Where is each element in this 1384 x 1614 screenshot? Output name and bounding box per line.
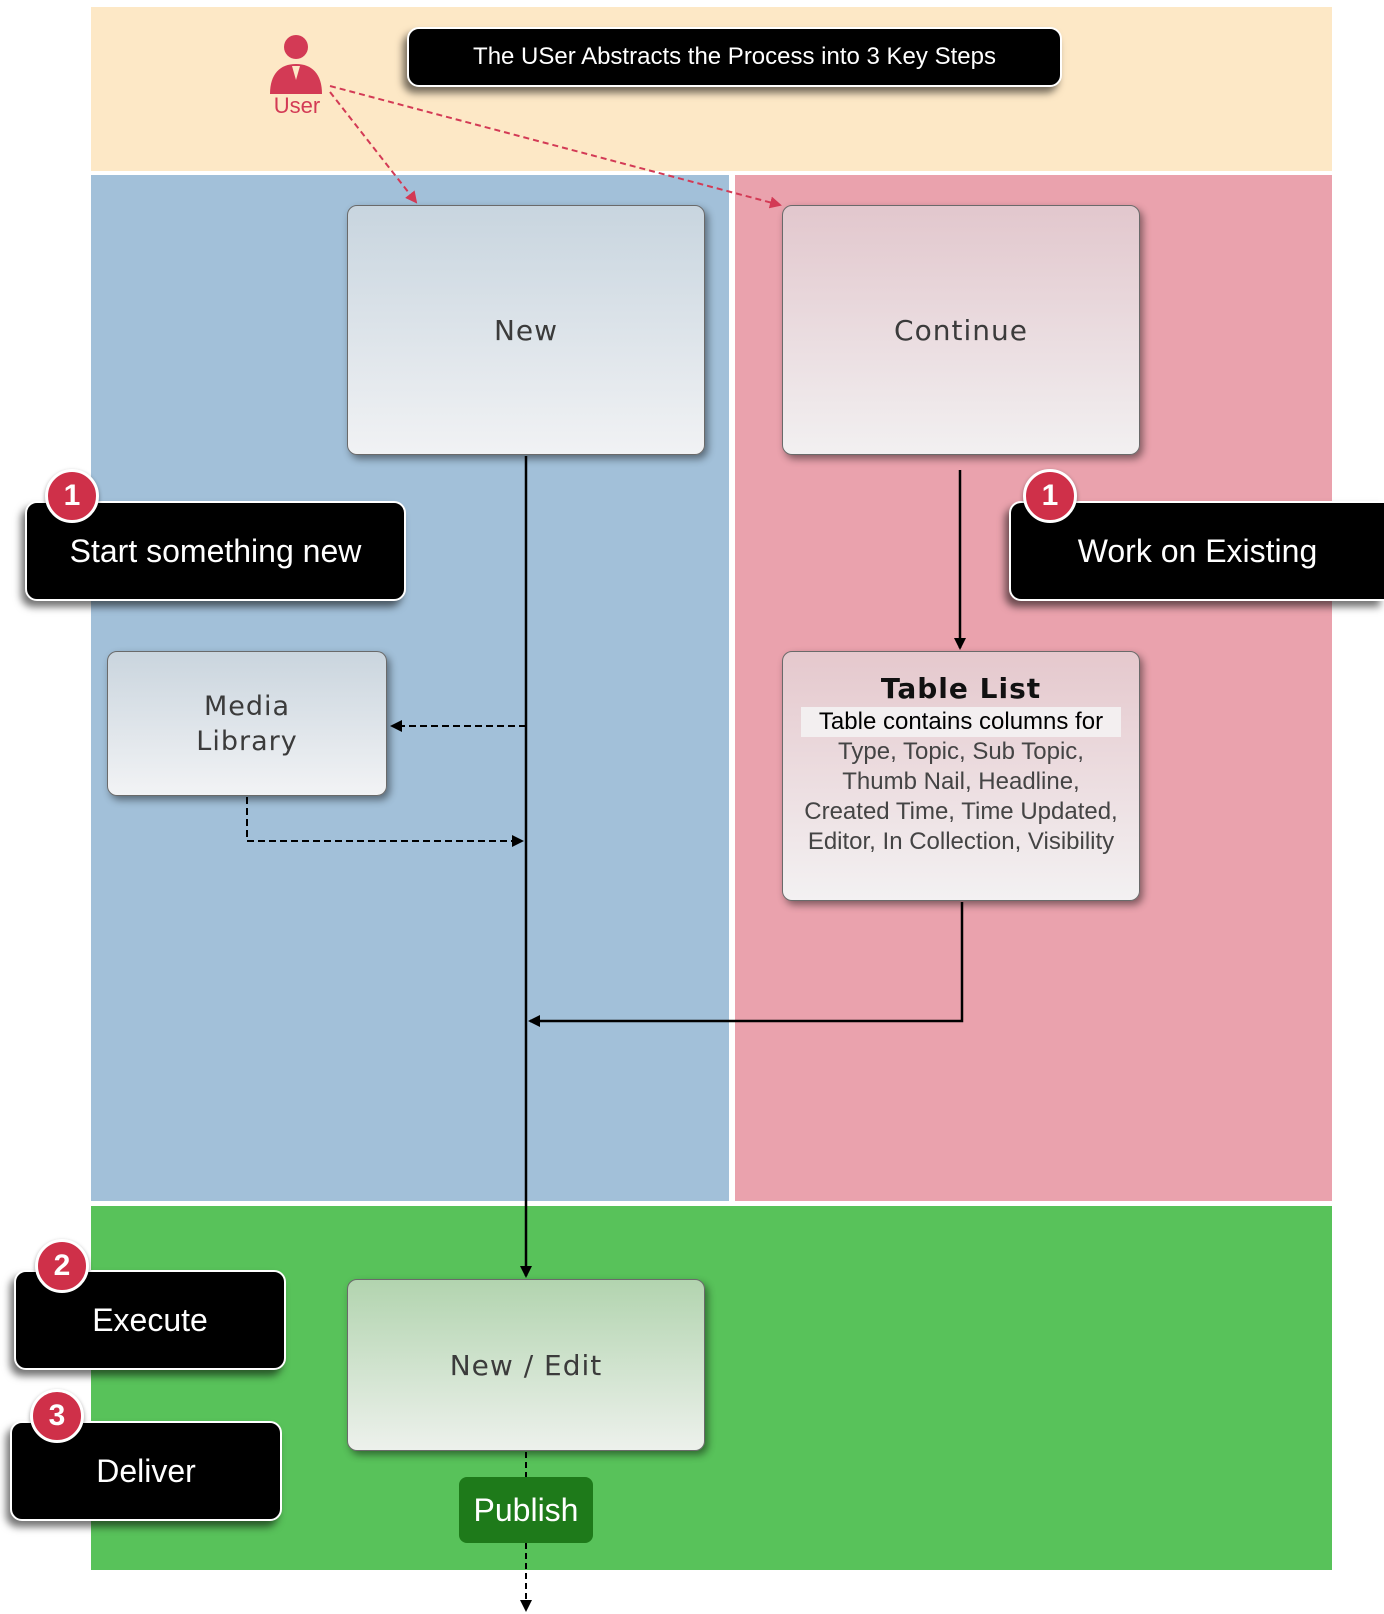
start-something-new-callout: Start something new bbox=[25, 501, 406, 601]
step-1-existing-badge: 1 bbox=[1023, 469, 1077, 523]
user-icon bbox=[270, 35, 322, 94]
table-list-box[interactable]: Table List Table contains columns for Ty… bbox=[782, 651, 1140, 901]
new-box[interactable]: New bbox=[347, 205, 705, 455]
existing-callout-label: Work on Existing bbox=[1077, 532, 1318, 569]
media-library-box[interactable]: Media Library bbox=[107, 651, 387, 796]
work-on-existing-callout: Work on Existing bbox=[1009, 501, 1384, 601]
new-box-label: New bbox=[493, 313, 559, 347]
continue-box-label: Continue bbox=[894, 313, 1028, 347]
start-callout-label: Start something new bbox=[69, 532, 362, 569]
publish-button[interactable]: Publish bbox=[459, 1477, 593, 1543]
step-1-badge: 1 bbox=[45, 469, 99, 523]
new-edit-box[interactable]: New / Edit bbox=[347, 1279, 705, 1451]
user-label: User bbox=[273, 93, 321, 118]
page-title: The USer Abstracts the Process into 3 Ke… bbox=[407, 27, 1062, 87]
step-3-badge: 3 bbox=[30, 1389, 84, 1443]
new-edit-label: New / Edit bbox=[449, 1348, 603, 1382]
step-2-badge: 2 bbox=[35, 1239, 89, 1293]
deliver-callout-label: Deliver bbox=[96, 1452, 196, 1489]
continue-box[interactable]: Continue bbox=[782, 205, 1140, 455]
media-library-label-line1: Media bbox=[203, 690, 291, 722]
execute-callout-label: Execute bbox=[92, 1301, 208, 1338]
table-list-desc-columns: Type, Topic, Sub Topic, Thumb Nail, Head… bbox=[804, 738, 1118, 855]
table-list-desc-line1: Table contains columns for bbox=[801, 707, 1121, 737]
media-library-label-line2: Library bbox=[196, 725, 298, 757]
table-list-description: Table contains columns for Type, Topic, … bbox=[801, 707, 1121, 857]
execute-deliver-lane bbox=[91, 1206, 1332, 1570]
table-list-title: Table List bbox=[880, 672, 1042, 705]
